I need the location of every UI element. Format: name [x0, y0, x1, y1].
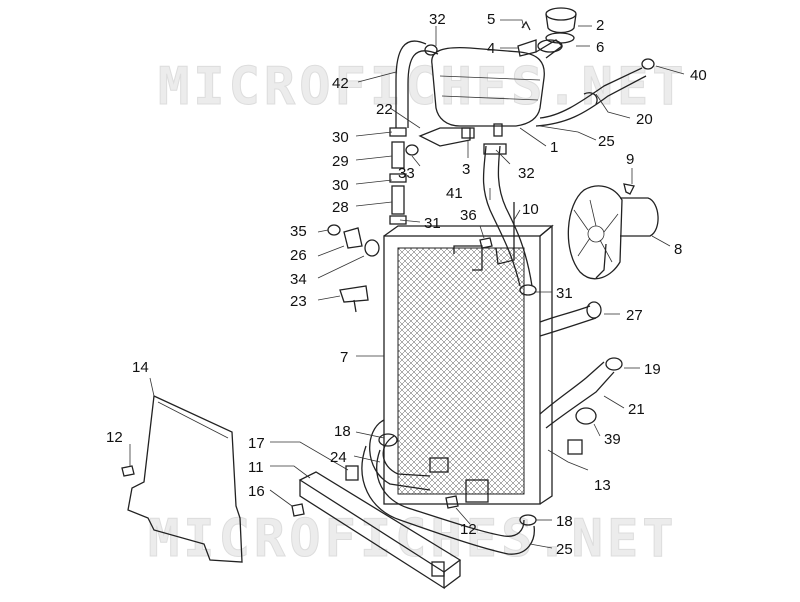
label-1: 1: [550, 139, 558, 156]
tank-bracket: [517, 20, 537, 57]
label-12-left: 12: [106, 429, 123, 446]
bracket-10: [495, 202, 515, 265]
label-22: 22: [376, 101, 393, 118]
clip-13: [567, 439, 583, 455]
clamp-33: [405, 144, 419, 156]
label-30-lower: 30: [332, 177, 349, 194]
label-26: 26: [290, 247, 307, 264]
hose-stack: [389, 127, 407, 225]
label-42: 42: [332, 75, 349, 92]
label-30-upper: 30: [332, 129, 349, 146]
label-21: 21: [628, 401, 645, 418]
label-31-upper: 31: [424, 215, 441, 232]
label-18-lower: 18: [556, 513, 573, 530]
label-35: 35: [290, 223, 307, 240]
label-6: 6: [596, 39, 604, 56]
label-40: 40: [690, 67, 707, 84]
screw-16: [291, 503, 305, 517]
label-3: 3: [462, 161, 470, 178]
bracket-11: [298, 465, 462, 590]
label-36: 36: [460, 207, 477, 224]
label-13: 13: [594, 477, 611, 494]
label-32-top: 32: [429, 11, 446, 28]
label-12-center: 12: [460, 521, 477, 538]
screw-12-left: [121, 465, 135, 477]
clamp-40: [641, 58, 655, 70]
screw-36: [479, 237, 493, 249]
radiator: [383, 224, 554, 505]
label-25-top: 25: [598, 133, 615, 150]
label-32-mid: 32: [518, 165, 535, 182]
tee-23: [339, 285, 369, 313]
leader-lines: [129, 19, 685, 549]
label-5: 5: [487, 11, 495, 28]
label-11: 11: [248, 459, 264, 476]
clamp-39: [575, 407, 597, 425]
deflector-14: [127, 395, 243, 563]
label-34: 34: [290, 271, 307, 288]
clamp-31: [519, 284, 537, 296]
watermark-top: MICROFICHES.NET: [158, 57, 688, 117]
label-39: 39: [604, 431, 621, 448]
label-14: 14: [132, 359, 149, 376]
label-10: 10: [522, 201, 539, 218]
label-31-lower: 31: [556, 285, 573, 302]
oring-34: [364, 239, 380, 257]
screw-12-center: [445, 495, 459, 509]
sensor-35: [327, 224, 341, 236]
hose-21: [539, 357, 623, 429]
label-28: 28: [332, 199, 349, 216]
label-19: 19: [644, 361, 661, 378]
hose-27: [539, 301, 602, 337]
label-41: 41: [446, 185, 463, 202]
label-23: 23: [290, 293, 307, 310]
label-29: 29: [332, 153, 349, 170]
hose-25-top: [535, 67, 647, 127]
label-33: 33: [398, 165, 415, 182]
hose-24: [369, 419, 431, 491]
watermark-bottom: MICROFICHES.NET: [148, 509, 678, 569]
expansion-tank: [431, 39, 563, 137]
label-7: 7: [340, 349, 348, 366]
tank-cap: [545, 7, 577, 44]
connector-22: [418, 127, 475, 147]
label-16: 16: [248, 483, 265, 500]
label-8: 8: [674, 241, 682, 258]
label-18-upper: 18: [334, 423, 351, 440]
label-20: 20: [636, 111, 653, 128]
label-24: 24: [330, 449, 347, 466]
label-9: 9: [626, 151, 634, 168]
label-27: 27: [626, 307, 643, 324]
label-25-bottom: 25: [556, 541, 573, 558]
label-4: 4: [487, 40, 495, 57]
label-17: 17: [248, 435, 265, 452]
label-2: 2: [596, 17, 604, 34]
fan-assembly: [567, 185, 659, 280]
screw-9: [623, 183, 635, 195]
sensor-26: [343, 227, 363, 249]
hose-42: [395, 40, 439, 128]
part-labels: 32 5 2 4 6 40 42 22 20 25 30 1 29 3 33 3…: [106, 11, 707, 558]
